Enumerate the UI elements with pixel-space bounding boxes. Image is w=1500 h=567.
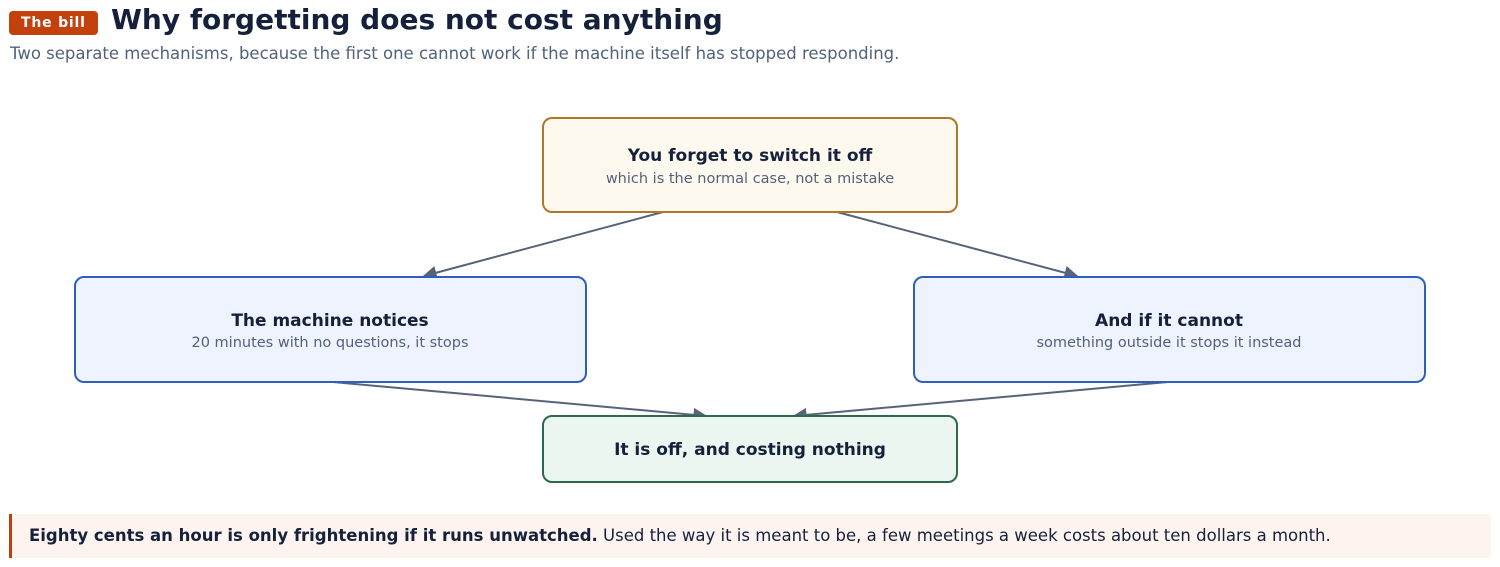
node-machine-title: The machine notices [231, 311, 428, 331]
node-result-box [542, 415, 958, 483]
page-subtitle: Two separate mechanisms, because the fir… [10, 44, 900, 63]
node-machine: The machine notices 20 minutes with no q… [74, 276, 587, 383]
edge-forget-to-machine [422, 211, 664, 280]
callout-text: Used the way it is meant to be, a few me… [597, 526, 1331, 545]
node-outside-title: And if it cannot [1095, 311, 1243, 331]
node-forget-box [542, 117, 958, 213]
page-title: Why forgetting does not cost anything [111, 3, 723, 36]
node-machine-box [74, 276, 587, 383]
node-forget-title: You forget to switch it off [627, 146, 873, 166]
callout-emphasis: Eighty cents an hour is only frightening… [29, 526, 598, 545]
node-outside-box [913, 276, 1426, 383]
cost-callout: Eighty cents an hour is only frightening… [9, 514, 1491, 558]
node-machine-subtitle: 20 minutes with no questions, it stops [191, 335, 468, 351]
node-forget-subtitle: which is the normal case, not a mistake [606, 171, 894, 187]
edge-machine-to-result [332, 381, 708, 422]
node-forget: You forget to switch it off which is the… [542, 117, 958, 213]
node-outside-subtitle: something outside it stops it instead [1036, 335, 1301, 351]
node-outside: And if it cannot something outside it st… [913, 276, 1426, 383]
node-result: It is off, and costing nothing [542, 415, 958, 483]
node-result-title: It is off, and costing nothing [614, 440, 886, 460]
section-badge: The bill [9, 11, 98, 35]
edge-forget-to-outside [836, 211, 1079, 280]
edge-outside-to-result [792, 381, 1169, 422]
